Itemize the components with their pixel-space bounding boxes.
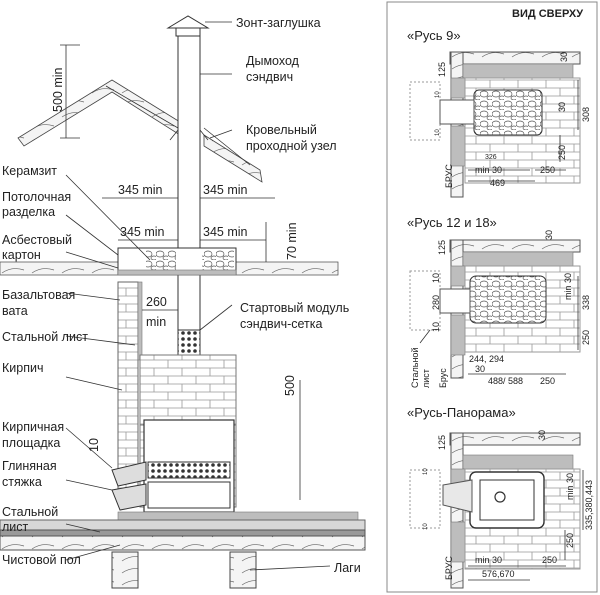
dim-244-294: 244, 294 bbox=[469, 354, 504, 364]
dim-250-v: 250 bbox=[581, 330, 591, 345]
clay-screed bbox=[0, 519, 366, 531]
model-rus-9: «Русь 9» 125 30 30 308 250 326 min 30 25… bbox=[407, 28, 591, 198]
dim-30-top: 30 bbox=[537, 430, 547, 440]
basalt-wool bbox=[137, 281, 143, 361]
label-asbestos: Асбестовый bbox=[2, 233, 72, 247]
dim-wall-gap-2: min bbox=[146, 315, 166, 329]
label-beam: БРУС bbox=[444, 164, 454, 188]
top-view-panel: ВИД СВЕРХУ «Русь 9» 125 30 30 308 250 32… bbox=[386, 1, 598, 593]
label-asbestos-2: картон bbox=[2, 248, 41, 262]
label-clay-screed: Глиняная bbox=[2, 459, 57, 473]
dim-ceiling-right: 345 min bbox=[203, 225, 248, 239]
side-view: Зонт-заглушка Дымоход сэндвич Кровельный… bbox=[0, 15, 366, 589]
dim-30-top: 30 bbox=[544, 230, 554, 240]
label-beam: БРУС bbox=[444, 556, 454, 580]
label-keramzit: Керамзит bbox=[2, 164, 57, 178]
dim-min30: min 30 bbox=[563, 273, 573, 300]
dim-469: 469 bbox=[490, 178, 505, 188]
label-cap: Зонт-заглушка bbox=[236, 16, 321, 30]
dim-125: 125 bbox=[437, 240, 447, 255]
dim-roof-right: 345 min bbox=[203, 183, 248, 197]
dim-min30-v: min 30 bbox=[565, 473, 575, 500]
steel-sheet-floor bbox=[0, 529, 366, 537]
dim-30-top: 30 bbox=[559, 52, 569, 62]
label-brick-platform: Кирпичная bbox=[2, 420, 64, 434]
dim-roof-height: 500 min bbox=[51, 67, 65, 112]
dim-ceiling-left: 345 min bbox=[120, 225, 165, 239]
dim-250-h: 250 bbox=[542, 555, 557, 565]
joists bbox=[111, 551, 257, 589]
dim-10a: 10 bbox=[435, 91, 441, 98]
dim-10b: 10 bbox=[431, 322, 441, 332]
top-view-header: ВИД СВЕРХУ bbox=[512, 8, 583, 20]
dim-min30: min 30 bbox=[475, 555, 502, 565]
label-steel-sheet-2: лист bbox=[421, 369, 431, 388]
dim-10a: 10 bbox=[423, 468, 429, 475]
label-steel-sheet-top: Стальной лист bbox=[2, 330, 88, 344]
model-rus-12-18: «Русь 12 и 18» 125 30 min 30 338 250 10 … bbox=[407, 215, 591, 388]
label-brick-platform-2: площадка bbox=[2, 436, 60, 450]
dim-30-side: 30 bbox=[557, 102, 567, 112]
label-steel-sheet-bottom: Стальной bbox=[2, 505, 58, 519]
dim-platform: 10 bbox=[87, 438, 101, 452]
roof bbox=[17, 79, 263, 183]
label-chimney-2: сэндвич bbox=[246, 70, 293, 84]
label-start-module: Стартовый модуль bbox=[240, 301, 349, 315]
label-finish-floor: Чистовой пол bbox=[2, 553, 81, 567]
label-basalt: Базальтовая bbox=[2, 288, 75, 302]
label-clay-screed-2: стяжка bbox=[2, 475, 42, 489]
dim-335-380-443: 335,380,443 bbox=[584, 480, 594, 530]
dim-wall-gap: 260 bbox=[146, 295, 167, 309]
dim-10a: 10 bbox=[431, 273, 441, 283]
model-rus-panorama: «Русь-Панорама» 125 30 min 30 335,380,44… bbox=[407, 405, 594, 589]
model-title: «Русь 9» bbox=[407, 28, 461, 43]
label-roof-node-2: проходной узел bbox=[246, 139, 337, 153]
dim-308: 308 bbox=[581, 107, 591, 122]
stove bbox=[111, 419, 235, 513]
dim-10b: 10 bbox=[423, 523, 429, 530]
dim-488-588: 488/ 588 bbox=[488, 376, 523, 386]
dim-10b: 10 bbox=[435, 129, 441, 136]
dim-338: 338 bbox=[581, 295, 591, 310]
ceiling bbox=[0, 247, 339, 276]
model-title: «Русь 12 и 18» bbox=[407, 215, 497, 230]
label-beam: Брус bbox=[438, 368, 448, 388]
label-steel-sheet-bottom-2: лист bbox=[2, 520, 29, 534]
dim-576-670: 576,670 bbox=[482, 569, 515, 579]
label-start-module-2: сэндвич-сетка bbox=[240, 317, 323, 331]
label-steel-sheet: Стальной bbox=[410, 348, 420, 388]
dim-250-v: 250 bbox=[557, 145, 567, 160]
dim-ceiling-height: 70 min bbox=[285, 222, 299, 260]
label-roof-node: Кровельный bbox=[246, 123, 317, 137]
label-basalt-2: вата bbox=[2, 304, 28, 318]
label-ceiling-cut-2: разделка bbox=[2, 205, 55, 219]
dim-125: 125 bbox=[437, 62, 447, 77]
model-title: «Русь-Панорама» bbox=[407, 405, 516, 420]
dim-280: 280 bbox=[431, 295, 441, 310]
finish-floor bbox=[0, 535, 366, 551]
dim-250-h: 250 bbox=[540, 376, 555, 386]
dim-30: 30 bbox=[475, 364, 485, 374]
dim-250-v: 250 bbox=[565, 533, 575, 548]
brick-enclosure bbox=[139, 354, 237, 426]
dim-roof-left: 345 min bbox=[118, 183, 163, 197]
chimney-sandwich bbox=[166, 15, 210, 413]
brick-platform bbox=[117, 511, 359, 521]
label-chimney: Дымоход bbox=[246, 54, 300, 68]
dim-brick-height: 500 bbox=[283, 375, 297, 396]
dim-125: 125 bbox=[437, 435, 447, 450]
label-ceiling-cut: Потолочная bbox=[2, 190, 71, 204]
label-joists: Лаги bbox=[334, 561, 361, 575]
label-brick: Кирпич bbox=[2, 361, 43, 375]
dim-326: 326 bbox=[485, 154, 497, 161]
